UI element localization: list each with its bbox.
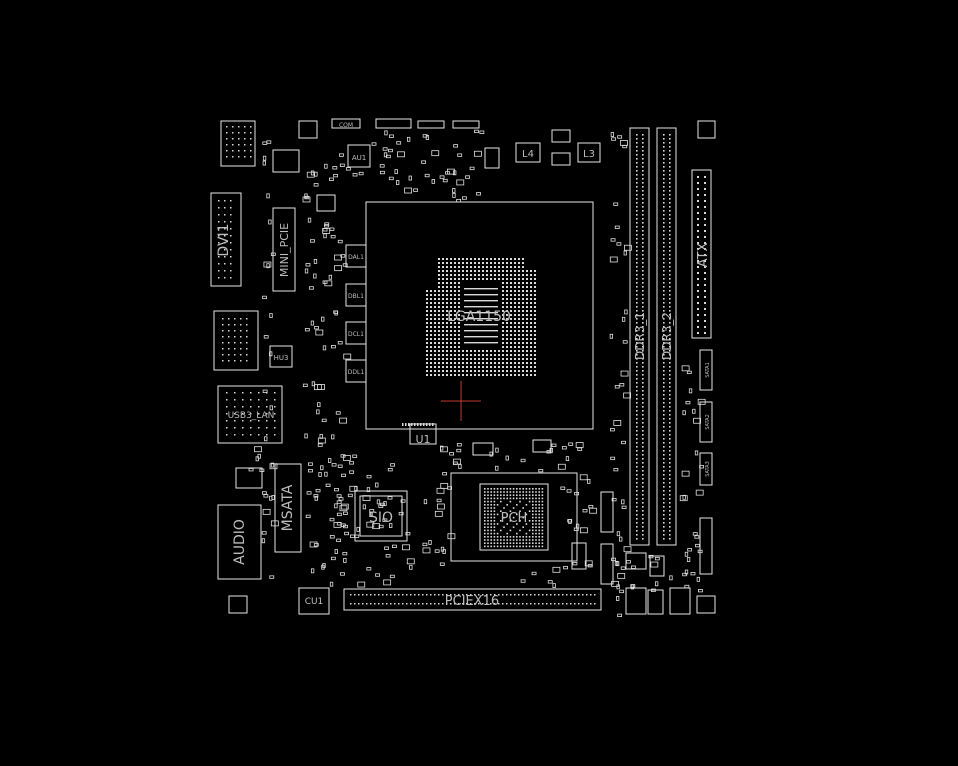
cpu-socket-outline bbox=[365, 201, 594, 430]
label-sata1: SATA1 bbox=[705, 362, 711, 378]
fine-detail bbox=[248, 129, 706, 617]
label-dal1: DAL1 bbox=[348, 254, 364, 261]
label-atx: ATX bbox=[696, 243, 711, 268]
atx-connector bbox=[691, 169, 712, 339]
label-dcl1: DCL1 bbox=[348, 331, 364, 338]
sio-inner bbox=[359, 495, 403, 537]
sata-mid-1 bbox=[600, 491, 614, 533]
chip-right-6 bbox=[571, 542, 587, 570]
top-chip-1 bbox=[272, 149, 300, 173]
sata1-connector bbox=[699, 349, 713, 391]
ddr3-2-slot bbox=[656, 127, 677, 546]
pch-die bbox=[479, 483, 549, 551]
cap-mid-2 bbox=[532, 439, 552, 453]
usb-lan-connector bbox=[217, 385, 283, 444]
label-sata3: SATA3 bbox=[705, 461, 711, 477]
label-msata: MSATA bbox=[280, 484, 296, 531]
silkscreen-labels: DVI1 MINI_PCIE USB3_LAN MSATA AUDIO SIO … bbox=[216, 122, 711, 609]
top-header-4 bbox=[452, 120, 480, 129]
sata3-connector bbox=[699, 452, 713, 486]
label-ddl1: DDL1 bbox=[348, 369, 365, 376]
au1-chip bbox=[347, 144, 371, 168]
top-chip-2 bbox=[298, 120, 318, 139]
sio-chip bbox=[354, 490, 408, 542]
component-outlines bbox=[210, 118, 716, 615]
solder-pads bbox=[218, 126, 706, 605]
mini-pcie-slot bbox=[272, 207, 296, 292]
label-cpu-socket: LGA1150 bbox=[447, 309, 511, 325]
label-au1: AU1 bbox=[352, 154, 366, 162]
label-l4: L4 bbox=[522, 149, 534, 160]
top-header-3 bbox=[417, 120, 445, 129]
ddr3-1-slot bbox=[629, 127, 650, 546]
sata-mid-2 bbox=[600, 543, 614, 585]
small-chip-top bbox=[316, 194, 336, 212]
pch-outline bbox=[450, 472, 578, 562]
label-cu1: CU1 bbox=[305, 597, 324, 607]
label-sata2: SATA2 bbox=[705, 414, 711, 430]
inductor-l4 bbox=[515, 142, 541, 163]
cap-top-1 bbox=[551, 129, 571, 143]
label-dbl1: DBL1 bbox=[348, 293, 364, 300]
label-l3: L3 bbox=[583, 149, 595, 160]
label-ddr3-1: DDR3_1 bbox=[633, 312, 647, 360]
label-dvi: DVI1 bbox=[216, 223, 232, 256]
label-pch: PCH bbox=[501, 511, 528, 526]
label-com: COM bbox=[339, 122, 353, 129]
msata-slot bbox=[274, 463, 302, 553]
label-mini-pcie: MINI_PCIE bbox=[278, 223, 291, 277]
label-u1: U1 bbox=[415, 433, 430, 446]
label-pciex16: PCIEX16 bbox=[445, 594, 499, 609]
chip-right-3 bbox=[625, 587, 647, 615]
hu3-chip bbox=[269, 345, 293, 368]
chip-right-2 bbox=[649, 555, 665, 577]
inductor-l3 bbox=[577, 142, 601, 163]
vga-connector bbox=[213, 310, 259, 371]
header-top-left bbox=[220, 120, 256, 167]
alignment-cross-marker bbox=[441, 381, 481, 421]
chip-right-1 bbox=[625, 552, 647, 570]
cap-top-2 bbox=[551, 152, 571, 166]
corner-chip-bl bbox=[228, 595, 248, 614]
label-sio: SIO bbox=[369, 510, 393, 526]
cap-top-3 bbox=[484, 147, 500, 169]
cu1-chip bbox=[298, 587, 330, 615]
corner-chip-br bbox=[696, 595, 716, 614]
corner-chip-tr bbox=[697, 120, 716, 139]
cap-mid-1 bbox=[472, 442, 494, 456]
top-header-2 bbox=[375, 118, 412, 129]
label-ddr3-2: DDR3_2 bbox=[660, 312, 674, 360]
com-header bbox=[331, 118, 361, 129]
sata2-connector bbox=[699, 401, 713, 443]
right-header bbox=[699, 517, 713, 575]
pciex16-slot bbox=[343, 588, 602, 611]
label-usb-lan: USB3_LAN bbox=[228, 411, 275, 421]
label-audio: AUDIO bbox=[232, 519, 248, 565]
label-hu3: HU3 bbox=[274, 354, 289, 362]
chip-right-5 bbox=[669, 587, 691, 615]
audio-connector bbox=[217, 504, 262, 580]
dvi-connector bbox=[210, 192, 242, 287]
small-chip-left bbox=[235, 467, 263, 489]
